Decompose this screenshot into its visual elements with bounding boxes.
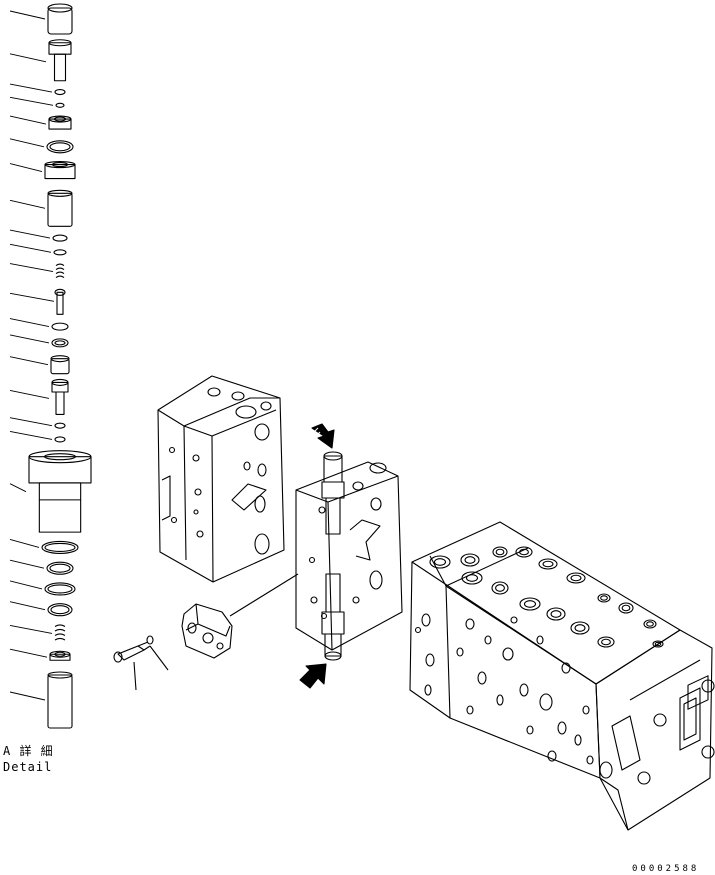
washer	[146, 635, 154, 645]
detail-part-oring	[9, 318, 69, 331]
detail-part-body	[9, 450, 92, 533]
leader-line	[9, 356, 49, 366]
leader-line	[9, 199, 46, 209]
detail-part-nut	[9, 161, 76, 180]
leader-line	[9, 138, 45, 148]
detail-part-sleeve	[9, 671, 73, 729]
detail-part-ring	[9, 559, 74, 575]
leader-line	[9, 318, 50, 328]
leader-line	[9, 243, 52, 253]
leader-line	[9, 691, 46, 701]
cover-block	[181, 603, 233, 659]
detail-part-oring	[9, 417, 66, 429]
detail-part-oring	[9, 243, 67, 256]
detail-subtitle: Detail	[3, 760, 53, 774]
cover-bolt	[113, 641, 151, 663]
detail-title: A 詳 細	[3, 744, 54, 758]
detail-part-spring	[9, 263, 65, 279]
detail-part-sleeve	[9, 355, 70, 375]
leader-line	[229, 573, 299, 617]
detail-part-cap	[9, 3, 73, 35]
detail-part-nut	[9, 115, 72, 130]
leader-line	[9, 292, 55, 302]
control-valve-assembly	[409, 521, 715, 831]
leader-line	[9, 163, 43, 172]
detail-part-nut	[9, 648, 71, 661]
detail-part-oring	[9, 430, 66, 443]
leader-line	[9, 263, 54, 273]
leader-line	[9, 417, 53, 427]
leader-line	[9, 601, 46, 611]
leader-line	[9, 10, 46, 20]
detail-part-pin	[9, 288, 66, 315]
drawing-number: 00002588	[632, 864, 700, 874]
leader-line	[9, 625, 53, 634]
leader-line	[149, 645, 169, 671]
leader-line	[9, 483, 27, 493]
leader-line	[9, 53, 47, 63]
arrow-right-icon	[299, 663, 327, 689]
leader-line	[9, 96, 54, 106]
detail-part-spring	[9, 624, 66, 641]
detail-part-ring	[9, 601, 73, 617]
leader-line	[9, 580, 43, 590]
leader-line	[9, 229, 51, 239]
detail-part-ring	[9, 580, 76, 596]
leader-line	[9, 648, 48, 658]
detail-part-ring	[9, 334, 69, 348]
detail-a-exploded-parts	[9, 3, 92, 729]
detail-part-bolt	[9, 378, 69, 415]
detail-part-bolt	[9, 39, 72, 82]
leader-line	[133, 661, 137, 691]
leader-line	[9, 83, 53, 93]
detail-part-oring	[9, 96, 65, 108]
leader-line	[9, 559, 45, 569]
leader-line	[9, 115, 47, 125]
valve-section-center	[295, 451, 403, 661]
detail-part-sleeve	[9, 189, 73, 227]
detail-part-oring	[9, 83, 66, 96]
leader-line	[9, 389, 50, 399]
leader-line	[9, 334, 50, 344]
valve-section-left	[157, 375, 285, 583]
detail-part-ring	[9, 138, 74, 154]
arrow-down-icon	[311, 423, 335, 449]
leader-line	[9, 430, 53, 440]
detail-part-ring	[9, 539, 79, 554]
detail-part-oring	[9, 229, 68, 242]
leader-line	[9, 539, 40, 548]
